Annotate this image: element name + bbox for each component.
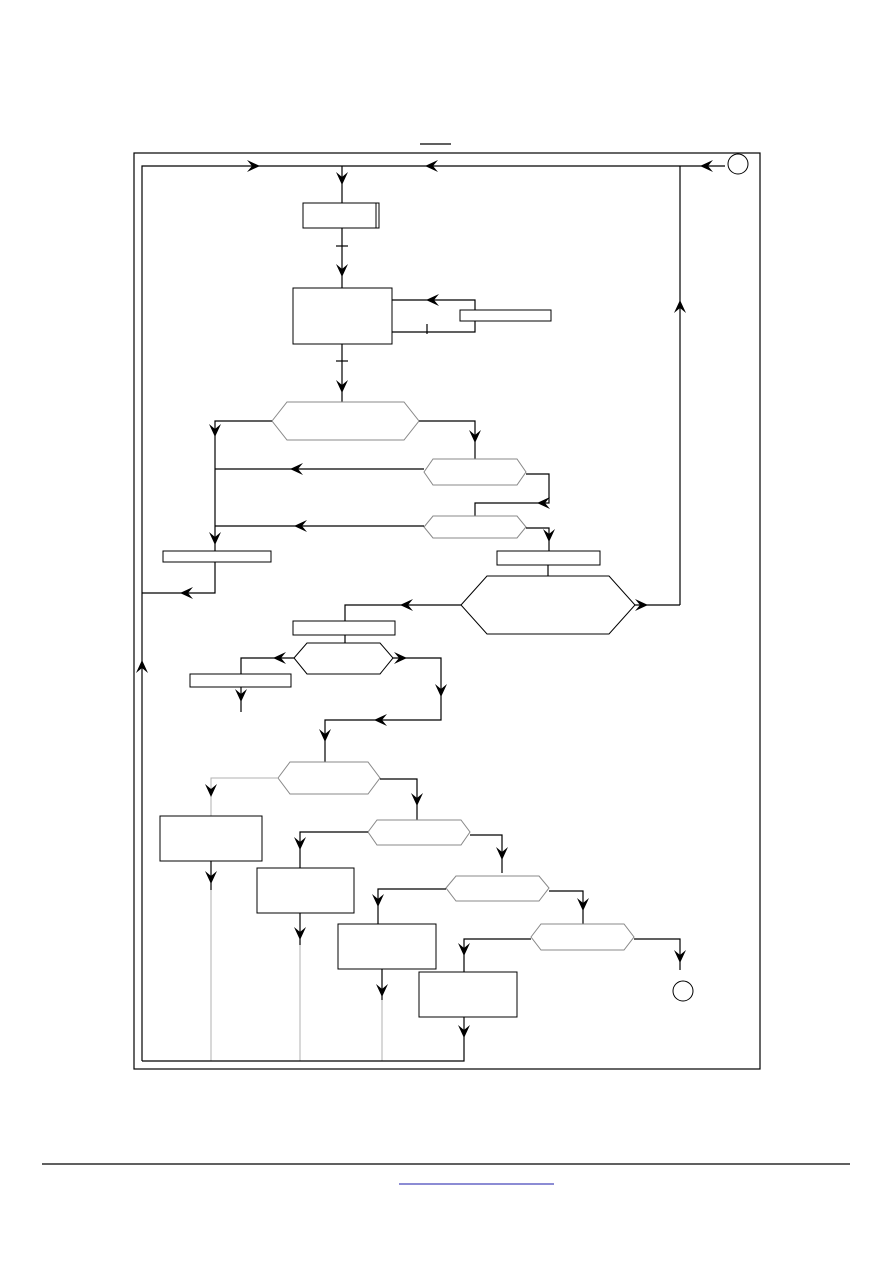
arrowhead bbox=[180, 587, 193, 599]
arrowhead bbox=[674, 300, 686, 313]
arrowhead bbox=[205, 784, 217, 797]
arrowhead bbox=[319, 729, 331, 742]
decision-d1 bbox=[271, 401, 420, 441]
arrowhead bbox=[400, 599, 413, 611]
decision-d4 bbox=[277, 761, 381, 795]
arrowhead bbox=[336, 264, 348, 277]
flow-line bbox=[380, 778, 418, 820]
arrowhead bbox=[374, 714, 387, 726]
sub-status-box bbox=[189, 673, 292, 688]
arrowhead bbox=[209, 532, 221, 545]
pre-decision-box bbox=[496, 550, 601, 566]
arrowhead bbox=[700, 160, 713, 172]
flow-line bbox=[634, 938, 681, 970]
flow-line bbox=[549, 890, 584, 924]
flow-line bbox=[463, 938, 531, 972]
arrowhead bbox=[577, 898, 589, 911]
arrowhead bbox=[674, 950, 686, 963]
arrowhead bbox=[496, 847, 508, 860]
arrowhead bbox=[376, 984, 388, 997]
arrowhead bbox=[336, 380, 348, 393]
arrowhead bbox=[426, 294, 439, 306]
arrowhead bbox=[537, 497, 550, 509]
flow-line bbox=[142, 562, 216, 594]
arrowhead bbox=[411, 793, 423, 806]
flow-line bbox=[214, 420, 272, 556]
flow-line bbox=[344, 604, 461, 621]
flow-line-light bbox=[210, 777, 278, 816]
arrowhead bbox=[425, 160, 438, 172]
arrowhead bbox=[635, 599, 648, 611]
decision-d5 bbox=[367, 819, 471, 846]
action-box-2 bbox=[256, 867, 355, 914]
action-box-4 bbox=[418, 971, 518, 1018]
arrowhead bbox=[336, 172, 348, 185]
flow-line bbox=[470, 834, 503, 873]
arrowhead bbox=[458, 943, 470, 956]
action-box-3 bbox=[337, 923, 437, 970]
arrowhead bbox=[209, 424, 221, 437]
arrowhead bbox=[294, 520, 307, 532]
arrowhead bbox=[273, 652, 286, 664]
arrowhead bbox=[294, 927, 306, 940]
process-box bbox=[292, 287, 393, 345]
flow-line bbox=[377, 888, 446, 924]
flow-line bbox=[240, 657, 294, 674]
arrowhead bbox=[294, 837, 306, 850]
action-box-1 bbox=[159, 815, 263, 862]
flow-line bbox=[419, 420, 476, 459]
arrowheads bbox=[136, 160, 713, 1038]
decision-d6 bbox=[445, 875, 550, 902]
decision-main bbox=[460, 575, 636, 635]
flow-line bbox=[526, 527, 550, 551]
decision-d3 bbox=[423, 515, 527, 539]
outer-frame bbox=[133, 152, 761, 1070]
decision-d7 bbox=[530, 923, 635, 951]
loop-back-line bbox=[141, 165, 725, 1061]
arrowhead bbox=[136, 660, 148, 673]
decision-d2 bbox=[423, 458, 527, 486]
entry-connector-circle bbox=[727, 153, 749, 175]
arrowhead bbox=[247, 160, 260, 172]
arrowhead bbox=[290, 463, 303, 475]
flow-line bbox=[299, 831, 368, 868]
arrowhead bbox=[372, 894, 384, 907]
side-input-box bbox=[459, 309, 552, 322]
arrowhead bbox=[543, 529, 555, 542]
branch-status-box bbox=[292, 620, 396, 636]
arrowhead bbox=[394, 652, 407, 664]
exit-connector-circle bbox=[672, 980, 694, 1002]
arrowhead bbox=[235, 689, 247, 702]
left-status-box bbox=[162, 550, 272, 563]
arrowhead bbox=[435, 684, 447, 697]
arrowhead bbox=[469, 430, 481, 443]
flow-line bbox=[474, 473, 550, 516]
start-box bbox=[302, 202, 377, 229]
arrowhead bbox=[458, 1025, 470, 1038]
flow-line bbox=[142, 1017, 465, 1062]
decision-sub bbox=[293, 642, 394, 675]
arrowhead bbox=[205, 871, 217, 884]
